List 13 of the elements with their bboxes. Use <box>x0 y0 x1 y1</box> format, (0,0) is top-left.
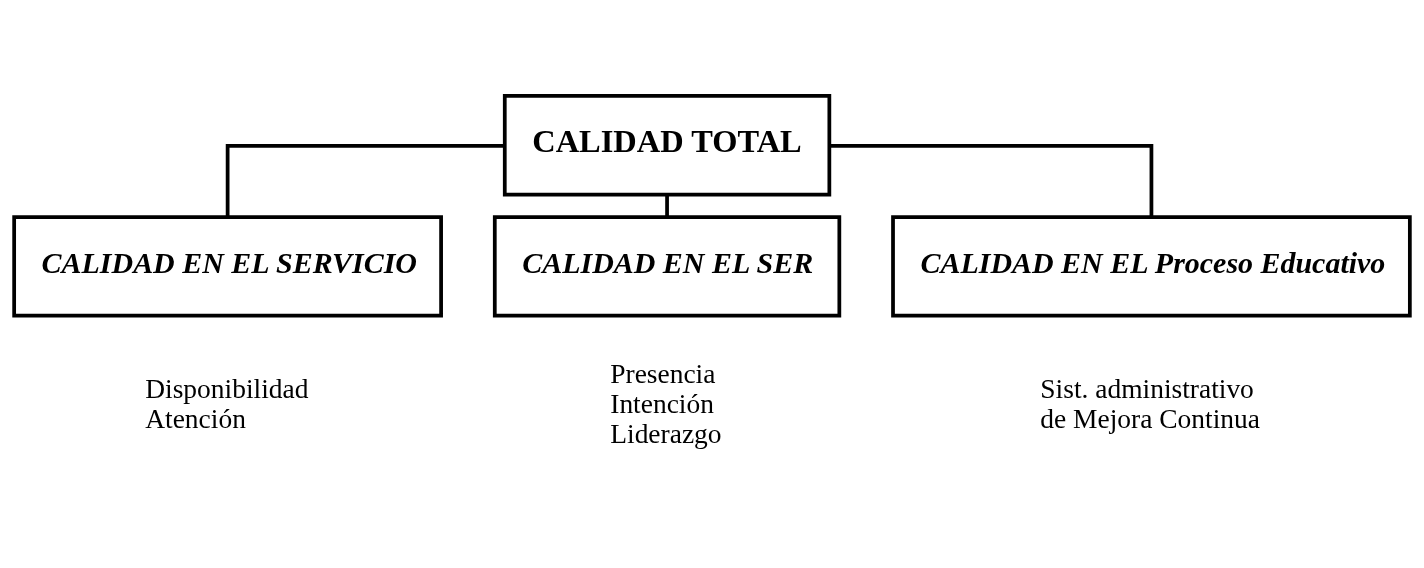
connector <box>665 194 669 217</box>
node-label: Disponibilidad <box>145 373 309 404</box>
node-label: Presencia <box>610 358 716 389</box>
node-box: CALIDAD TOTAL <box>502 93 832 196</box>
node-label: Atención <box>145 403 246 434</box>
connector <box>829 143 1154 217</box>
node-box: CALIDAD EN EL SER <box>492 214 842 318</box>
node-box: CALIDAD EN EL SERVICIO <box>12 214 443 318</box>
connector <box>225 143 505 217</box>
node-label: Intención <box>610 388 714 419</box>
node-label: Sist. administrativo de Mejora Continua <box>1040 373 1260 434</box>
node-box: CALIDAD EN EL Proceso Educativo <box>891 214 1412 318</box>
node-label: Liderazgo <box>610 418 722 449</box>
